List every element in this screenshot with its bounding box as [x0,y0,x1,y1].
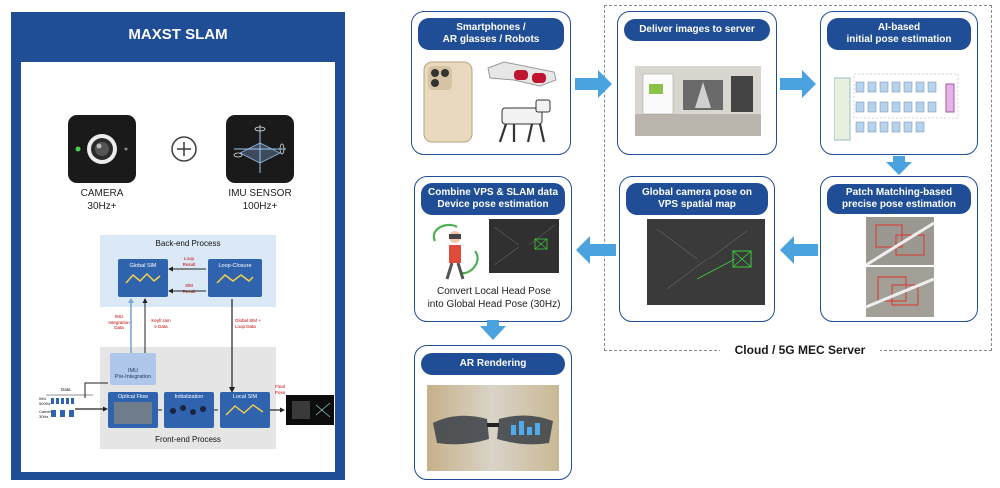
panel-title: MAXST SLAM [128,26,228,43]
imu-input-label: IMU 500Hz [39,396,51,406]
indoor-scene-image [635,66,761,136]
backend-arrows [168,266,206,294]
imu-rate: 100Hz+ [242,201,278,212]
ar-glasses-view-image [427,385,559,471]
frontend-title: Front-end Process [155,435,221,444]
stage-ai-pose: AI-based initial pose estimation [820,11,978,155]
network-architecture-image [833,70,966,148]
stage-ar-rendering: AR Rendering [414,345,572,480]
global-cam-title: Global camera pose on VPS spatial map [626,183,768,215]
robot-dog-image [492,94,556,146]
convert-caption: Convert Local Head Pose into Global Head… [427,286,561,310]
final-pose-image [286,395,334,425]
sensor-inputs: IMU 500Hz Camera 30Hz [39,396,75,419]
camera-icon [68,115,136,183]
slam-connection-arrows [46,298,285,413]
stage-patch-matching: Patch Matching-based precise pose estima… [820,176,978,322]
maxst-slam-panel: MAXST SLAM CAMERA 30Hz+ [11,12,345,480]
data-label: Data [61,387,71,392]
local-slam-block: Local SlM [220,392,270,428]
devices-title: Smartphones / AR glasses / Robots [418,18,564,50]
loop-result-label: Loop Result [182,256,196,267]
imu-label: IMU SENSOR [228,188,292,199]
backend-title: Back-end Process [155,239,221,248]
patch-match-image-top [865,217,935,267]
plus-icon [169,134,199,164]
ai-pose-title: AI-based initial pose estimation [827,18,971,50]
deliver-title: Deliver images to server [624,19,770,41]
camera-label: CAMERA [80,188,124,199]
loop-closure-block: Loop-Closure [208,259,262,297]
imu-preintegration-block: IMU Pre-Integration [110,353,156,385]
stage-global-camera-pose: Global camera pose on VPS spatial map [619,176,775,322]
stage-devices: Smartphones / AR glasses / Robots [411,11,571,155]
head-pose-figure [427,221,485,281]
slam-scene-image [489,219,559,273]
global-slam-block: Global SlM [118,259,168,297]
final-pose-label: Final Pose [274,384,286,395]
backend-process-area: Back-end Process Global SlM Loop-Closure… [100,235,276,307]
camera-input-label: Camera 30Hz [39,409,54,419]
smartphone-image [420,60,476,144]
global-slm-loop-label: Global SlM + Loop Data [235,318,261,329]
stage-combine: Combine VPS & SLAM data Device pose esti… [414,176,572,322]
stage-deliver: Deliver images to server [617,11,777,155]
keyframe-data-label: Keyfr.ram e Data [151,318,171,329]
cloud-server-label: Cloud / 5G MEC Server [720,343,880,357]
imu-sensor-icon [226,115,294,183]
vps-spatial-map-image [647,219,765,305]
ar-render-title: AR Rendering [421,353,565,375]
ar-glasses-image [484,58,560,92]
patch-match-image-bottom [865,267,935,317]
slam-diagram-area: CAMERA 30Hz+ IMU SENSOR 100Hz+ Back [21,62,335,472]
optical-flow-block: Optical Flow [108,392,158,428]
camera-rate: 30Hz+ [87,201,117,212]
imu-integration-label: IMU Integration Data [108,314,130,330]
initialization-block: Initialization [164,392,214,428]
frontend-process-area: Front-end Process IMU Pre-Integration Op… [100,347,276,449]
combine-title: Combine VPS & SLAM data Device pose esti… [421,183,565,215]
patch-title: Patch Matching-based precise pose estima… [827,184,971,214]
